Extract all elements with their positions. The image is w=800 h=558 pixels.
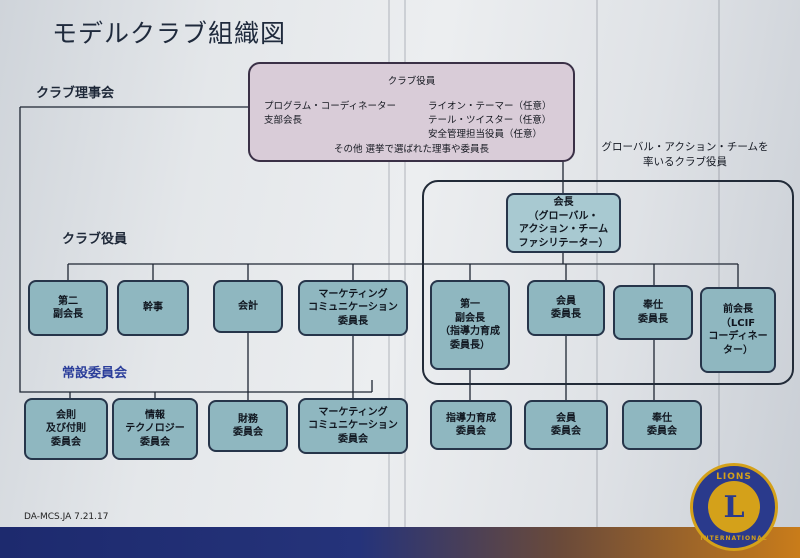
past-president-box: 前会長 （LCIF コーディネー ター） (700, 287, 776, 373)
logo-ring-text-bottom: INTERNATIONAL (700, 535, 768, 542)
document-code: DA-MCS.JA 7.21.17 (24, 512, 109, 522)
marketing-committee-box: マーケティング コミュニケーション 委員会 (298, 398, 408, 454)
club-officers-box: クラブ役員 プログラム・コーディネーター 支部会長 ライオン・テーマー（任意） … (248, 62, 575, 162)
logo-ring-text: LIONS (716, 472, 752, 482)
bylaws-committee-box: 会則 及び付則 委員会 (24, 398, 108, 460)
lions-logo-icon: LIONS L INTERNATIONAL (690, 463, 778, 551)
global-action-team-frame (422, 180, 794, 385)
club-officers-heading: クラブ役員 (387, 76, 436, 87)
first-vice-president-box: 第一 副会長 （指導力育成 委員長） (430, 280, 510, 370)
paper-fold-line (718, 0, 720, 558)
second-vice-president-box: 第二 副会長 (28, 280, 108, 336)
other-elected-label: その他 選挙で選ばれた理事や委員長 (333, 144, 490, 155)
lion-tamer-label: ライオン・テーマー（任意） (428, 101, 552, 112)
page-title: モデルクラブ組織図 (52, 19, 287, 48)
secretary-box: 幹事 (117, 280, 189, 336)
program-coordinator-label: プログラム・コーディネーター (264, 101, 397, 112)
service-chair-box: 奉仕 委員長 (613, 285, 693, 340)
membership-chair-box: 会員 委員長 (527, 280, 605, 336)
service-committee-box: 奉仕 委員会 (622, 400, 702, 450)
president-box: 会長 （グローバル・ アクション・チーム ファシリテーター） (506, 193, 621, 253)
logo-letter: L (708, 481, 760, 533)
bottom-color-band (0, 527, 800, 558)
tail-twister-label: テール・ツイスター（任意） (428, 115, 552, 126)
leadership-committee-box: 指導力育成 委員会 (430, 400, 512, 450)
paper-fold-line (388, 0, 390, 558)
section-label-board: クラブ理事会 (36, 86, 115, 101)
paper-fold-line (404, 0, 406, 558)
marketing-chair-box: マーケティング コミュニケーション 委員長 (298, 280, 408, 336)
finance-committee-box: 財務 委員会 (208, 400, 288, 452)
global-action-team-label: グローバル・アクション・チームを 率いるクラブ役員 (601, 141, 769, 169)
safety-officer-label: 安全管理担当役員（任意） (428, 129, 543, 140)
it-committee-box: 情報 テクノロジー 委員会 (112, 398, 198, 460)
branch-president-label: 支部会長 (264, 115, 303, 126)
treasurer-box: 会計 (213, 280, 283, 333)
section-label-standing-committees: 常設委員会 (62, 366, 128, 381)
paper-fold-line (596, 0, 598, 558)
section-label-officers: クラブ役員 (62, 232, 128, 247)
membership-committee-box: 会員 委員会 (524, 400, 608, 450)
